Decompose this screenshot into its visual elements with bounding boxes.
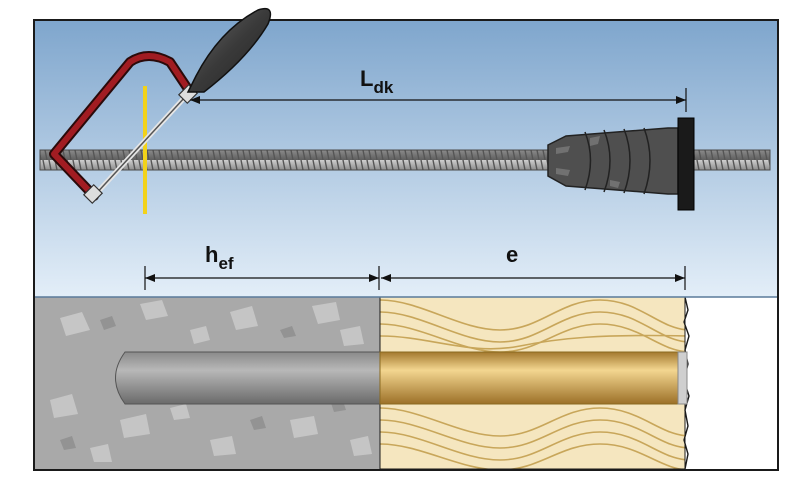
label-e: e xyxy=(506,242,518,267)
dimension-ldk: Ldk xyxy=(190,66,687,112)
dimension-e: e xyxy=(381,242,686,290)
saw-handle-icon xyxy=(186,7,272,93)
label-hef: hef xyxy=(205,242,234,273)
washer-icon xyxy=(677,117,695,211)
spiral-dowel-icon xyxy=(547,117,695,211)
dimension-hef: hef xyxy=(144,242,380,290)
label-ldk: Ldk xyxy=(360,66,394,97)
installed-rod xyxy=(115,351,688,405)
hacksaw-icon xyxy=(49,7,272,205)
